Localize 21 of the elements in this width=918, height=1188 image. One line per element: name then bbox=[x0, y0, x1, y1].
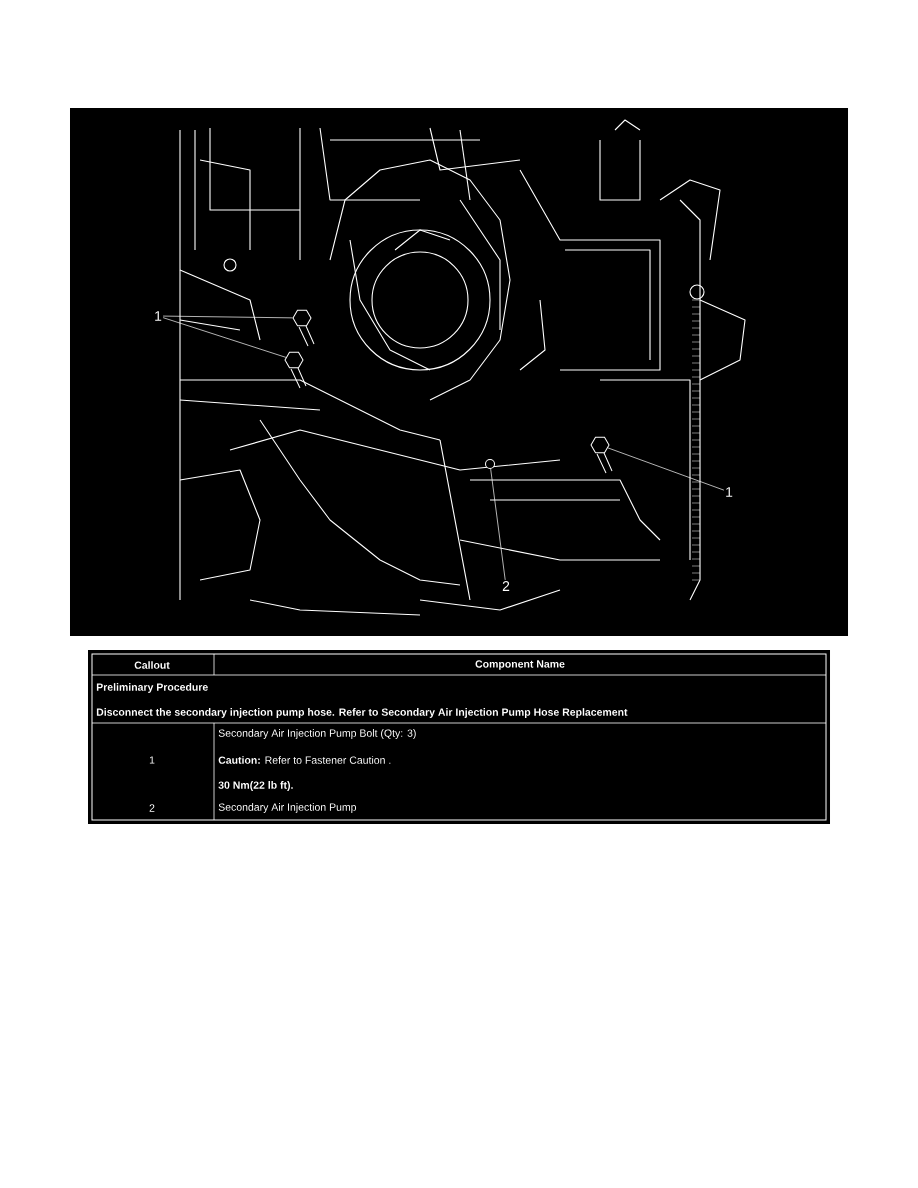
bolt-drawing bbox=[284, 351, 307, 389]
leader-line bbox=[490, 468, 506, 581]
callout-number: 1 bbox=[149, 756, 155, 764]
callout-number: 2 bbox=[149, 804, 155, 812]
procedure-heading: Preliminary Procedure bbox=[96, 683, 208, 693]
callout-number: 1 bbox=[155, 311, 162, 321]
leader-line bbox=[162, 317, 287, 358]
leader-line bbox=[607, 447, 725, 491]
bolt-drawing bbox=[292, 309, 315, 347]
callout-number: 2 bbox=[502, 581, 510, 591]
leader-line bbox=[162, 315, 293, 319]
column-header: Component Name bbox=[475, 660, 565, 670]
part-name: Secondary Air Injection Pump Bolt (Qty: 3) bbox=[218, 729, 416, 739]
torque-spec: 30 Nm(22 lb ft). bbox=[218, 781, 293, 791]
callout-number: 1 bbox=[726, 487, 733, 497]
bolt-drawing bbox=[590, 436, 613, 474]
caution-note: Caution: Refer to Fastener Caution . bbox=[218, 756, 391, 764]
procedure-note: Disconnect the secondary injection pump hose. Refer to Secondary Air Injection Pump Hose Replacement bbox=[96, 708, 628, 718]
bracket-hole bbox=[485, 459, 495, 469]
part-name: Secondary Air Injection Pump bbox=[218, 803, 357, 813]
column-header: Callout bbox=[134, 661, 170, 669]
